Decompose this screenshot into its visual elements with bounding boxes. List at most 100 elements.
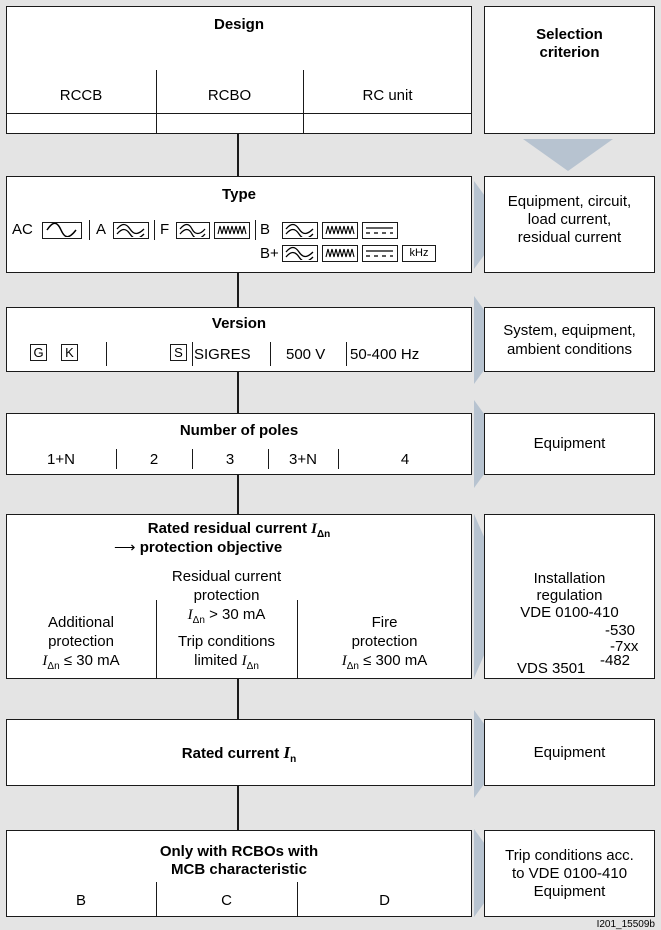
type-bplus-label: B+ xyxy=(260,245,279,262)
regulation-vds: VDS 3501 xyxy=(517,660,586,677)
residual-box xyxy=(6,514,472,679)
selection-line1: Selection xyxy=(536,26,603,43)
col2-trip: Trip conditions xyxy=(178,633,275,650)
smooth-dc-icon xyxy=(362,222,398,239)
protection-objective: ⟶ protection objective xyxy=(114,538,282,556)
connector-line xyxy=(237,372,239,413)
rated-box xyxy=(6,719,472,786)
characteristic-b: B xyxy=(75,892,86,909)
type-title: Type xyxy=(222,186,256,203)
design-box xyxy=(6,6,472,134)
rated-sub: n xyxy=(290,754,297,765)
current-symbol: I xyxy=(241,653,247,669)
connector-line xyxy=(237,786,239,830)
design-option-rcbo: RCBO xyxy=(207,87,252,104)
version-g-symbol: G xyxy=(30,344,47,361)
pulsating-dc-icon xyxy=(176,222,210,240)
regulation-482: -482 xyxy=(600,652,631,669)
poles-title: Number of poles xyxy=(179,422,299,439)
divider xyxy=(270,342,271,366)
type-ac-label: AC xyxy=(12,221,33,238)
divider xyxy=(297,600,298,679)
down-arrow xyxy=(523,139,613,171)
condition-value: > 30 mA xyxy=(209,606,266,623)
pulsating-dc-icon xyxy=(282,245,318,263)
col3-line: protection xyxy=(351,633,418,650)
type-a-label: A xyxy=(96,221,107,238)
current-sub: Δn xyxy=(246,661,259,672)
current-sub: Δn xyxy=(47,661,60,672)
poles-box xyxy=(6,413,472,475)
current-sub: Δn xyxy=(192,615,205,626)
rcbo-title-line2: MCB characteristic xyxy=(171,861,307,878)
type-b-label: B xyxy=(260,221,271,238)
col2-condition: IΔn > 30 mA xyxy=(156,605,297,630)
divider xyxy=(268,449,269,469)
col1-condition: IΔn ≤ 30 mA xyxy=(6,651,156,676)
type-criterion: Equipment, circuit, load current, residu… xyxy=(484,193,655,247)
residual-title-text: Rated residual current xyxy=(147,520,307,537)
selection-criterion-box xyxy=(484,6,655,134)
col2-limited: limited IΔn xyxy=(156,651,297,676)
connector-line xyxy=(237,475,239,514)
rated-symbol: I xyxy=(283,743,291,762)
divider xyxy=(156,70,157,134)
poles-option: 2 xyxy=(149,451,159,468)
criterion-line: Installation xyxy=(533,570,606,587)
design-title: Design xyxy=(213,16,264,33)
col1-line: protection xyxy=(48,633,114,650)
version-criterion: System, equipment, ambient conditions xyxy=(484,321,655,359)
divider xyxy=(154,220,155,240)
version-hz: 50-400 Hz xyxy=(350,346,420,363)
current-symbol: I xyxy=(187,607,193,623)
design-option-rccb: RCCB xyxy=(59,87,103,104)
condition-value: ≤ 300 mA xyxy=(363,652,428,669)
residual-current-protection: Residual current protection IΔn > 30 mA … xyxy=(156,567,297,676)
regulation-7xx: -7xx xyxy=(610,638,639,655)
type-criterion-box xyxy=(484,176,655,273)
divider xyxy=(6,113,472,114)
version-s-symbol: S xyxy=(170,344,187,361)
current-sub: Δn xyxy=(346,661,359,672)
divider xyxy=(106,342,107,366)
poles-option: 4 xyxy=(400,451,410,468)
additional-protection: Additional protection IΔn ≤ 30 mA xyxy=(6,613,156,676)
divider xyxy=(156,882,157,917)
selection-criterion-title: Selection criterion xyxy=(484,26,655,62)
connector-line xyxy=(237,134,239,176)
rcbo-title: Only with RCBOs with MCB characteristic xyxy=(6,843,472,879)
poles-criterion-box xyxy=(484,413,655,475)
rated-criterion-box xyxy=(484,719,655,786)
condition-value: ≤ 30 mA xyxy=(63,652,120,669)
divider xyxy=(346,342,347,366)
smooth-dc-icon xyxy=(362,245,398,262)
version-title: Version xyxy=(211,315,267,332)
rcbo-criterion: Trip conditions acc. to VDE 0100-410 Equ… xyxy=(484,847,655,901)
figure-id: I201_15509b xyxy=(596,919,655,930)
rcbo-title-line1: Only with RCBOs with xyxy=(159,843,319,860)
current-symbol: I xyxy=(42,653,48,669)
mixed-frequency-icon xyxy=(322,245,358,262)
criterion-line: to VDE 0100-410 xyxy=(511,865,628,882)
connector-line xyxy=(237,273,239,307)
col3-line: Fire xyxy=(371,614,398,631)
poles-option: 3+N xyxy=(289,451,317,468)
residual-title-symbol: I xyxy=(311,521,317,537)
col1-line: Additional xyxy=(48,614,114,631)
rated-criterion: Equipment xyxy=(533,744,606,761)
poles-criterion: Equipment xyxy=(533,435,606,452)
khz-badge: kHz xyxy=(402,245,436,262)
divider xyxy=(89,220,90,240)
characteristic-d: D xyxy=(379,892,390,909)
col2-line: protection xyxy=(193,587,260,604)
divider xyxy=(303,70,304,134)
divider xyxy=(156,600,157,679)
col3-condition: IΔn ≤ 300 mA xyxy=(297,651,472,676)
version-box xyxy=(6,307,472,372)
type-f-label: F xyxy=(160,221,170,238)
objective-text: protection objective xyxy=(139,539,283,556)
fire-protection: Fire protection IΔn ≤ 300 mA xyxy=(297,613,472,676)
residual-criterion: Installation regulation VDE 0100-410 xyxy=(484,570,655,621)
divider xyxy=(192,342,193,366)
residual-title-sub: Δn xyxy=(316,529,331,540)
